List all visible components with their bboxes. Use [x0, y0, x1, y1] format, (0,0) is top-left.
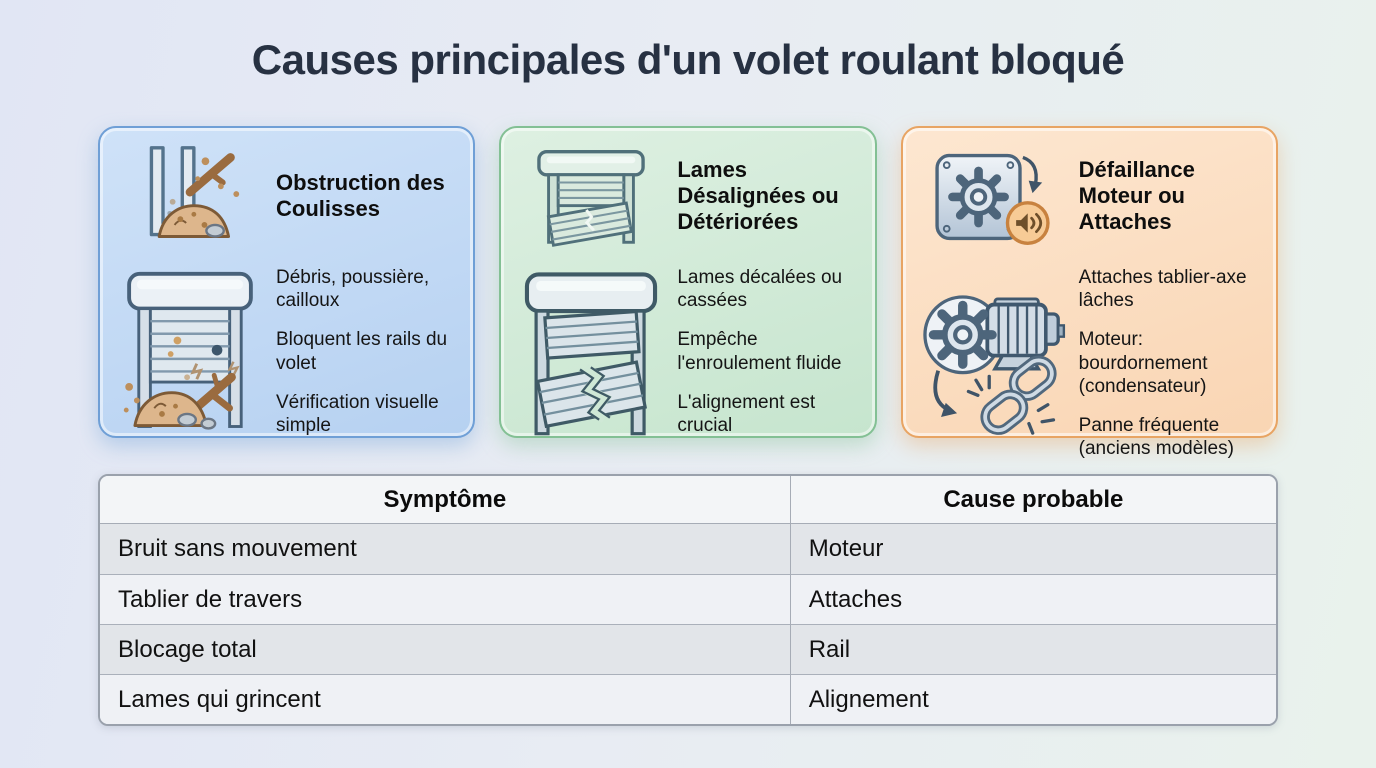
symptom-cell: Blocage total: [100, 624, 790, 674]
bullet: Moteur: bourdornement (condensateur): [1078, 329, 1208, 397]
card-lames-desalignees: Lames Désalignées ou Détériorées: [499, 126, 877, 438]
shutter-broken-icon: [517, 256, 665, 453]
table-row: Tablier de travers Attaches: [100, 574, 1276, 624]
card-obstruction-coulisses: Obstruction des Coulisses: [98, 126, 476, 438]
rail-debris-icon: [116, 142, 264, 250]
cause-cell: Moteur: [789, 524, 1276, 574]
header-symptome: Symptôme: [100, 476, 790, 524]
table-row: Lames qui grincent Alignement: [100, 674, 1276, 724]
card-bullets: Lames décalées ou cassées Empêche l'enro…: [677, 256, 856, 453]
symptom-cause-table-wrap: Symptôme Cause probable Bruit sans mouve…: [98, 474, 1278, 726]
symptom-cell: Bruit sans mouvement: [100, 524, 790, 574]
table-row: Bruit sans mouvement Moteur: [100, 524, 1276, 574]
bullet: Lames décalées ou cassées: [677, 267, 843, 312]
symptom-cell: Lames qui grincent: [100, 674, 790, 724]
cards-row: Obstruction des Coulisses: [98, 126, 1278, 459]
card-bullets: Attaches tablier-axe lâches Moteur: bour…: [1079, 256, 1258, 476]
bullet: Vérification visuelle simple: [276, 391, 439, 436]
shutter-misaligned-icon: [517, 142, 665, 250]
symptom-cell: Tablier de travers: [100, 574, 790, 624]
card-bullets: Débris, poussière, cailloux Bloquent les…: [276, 256, 455, 453]
bullet: Débris, poussière, cailloux: [276, 267, 430, 312]
card-title: Lames Désalignées ou Détériorées: [677, 157, 839, 234]
card-title: Défaillance Moteur ou Attaches: [1078, 157, 1195, 234]
table-row: Blocage total Rail: [100, 624, 1276, 674]
cause-cell: Attaches: [789, 574, 1276, 624]
card-title: Obstruction des Coulisses: [276, 170, 445, 221]
table-header-row: Symptôme Cause probable: [100, 476, 1276, 524]
bullet: Attaches tablier-axe lâches: [1078, 267, 1247, 312]
symptom-cause-table: Symptôme Cause probable Bruit sans mouve…: [98, 474, 1278, 726]
page-title: Causes principales d'un volet roulant bl…: [251, 36, 1125, 83]
bullet: Bloquent les rails du volet: [276, 329, 448, 374]
bullet: Panne fréquente (anciens modèles): [1078, 414, 1234, 460]
shutter-debris-icon: [116, 256, 264, 453]
motor-broken-chain-icon: [919, 256, 1067, 476]
gear-sound-icon: [919, 142, 1067, 250]
bullet: Empêche l'enroulement fluide: [677, 329, 842, 374]
bullet: L'alignement est crucial: [677, 391, 816, 436]
cause-cell: Alignement: [789, 674, 1276, 724]
header-cause-probable: Cause probable: [789, 476, 1276, 524]
cause-cell: Rail: [789, 624, 1276, 674]
card-defaillance-moteur: Défaillance Moteur ou Attaches: [900, 126, 1278, 459]
